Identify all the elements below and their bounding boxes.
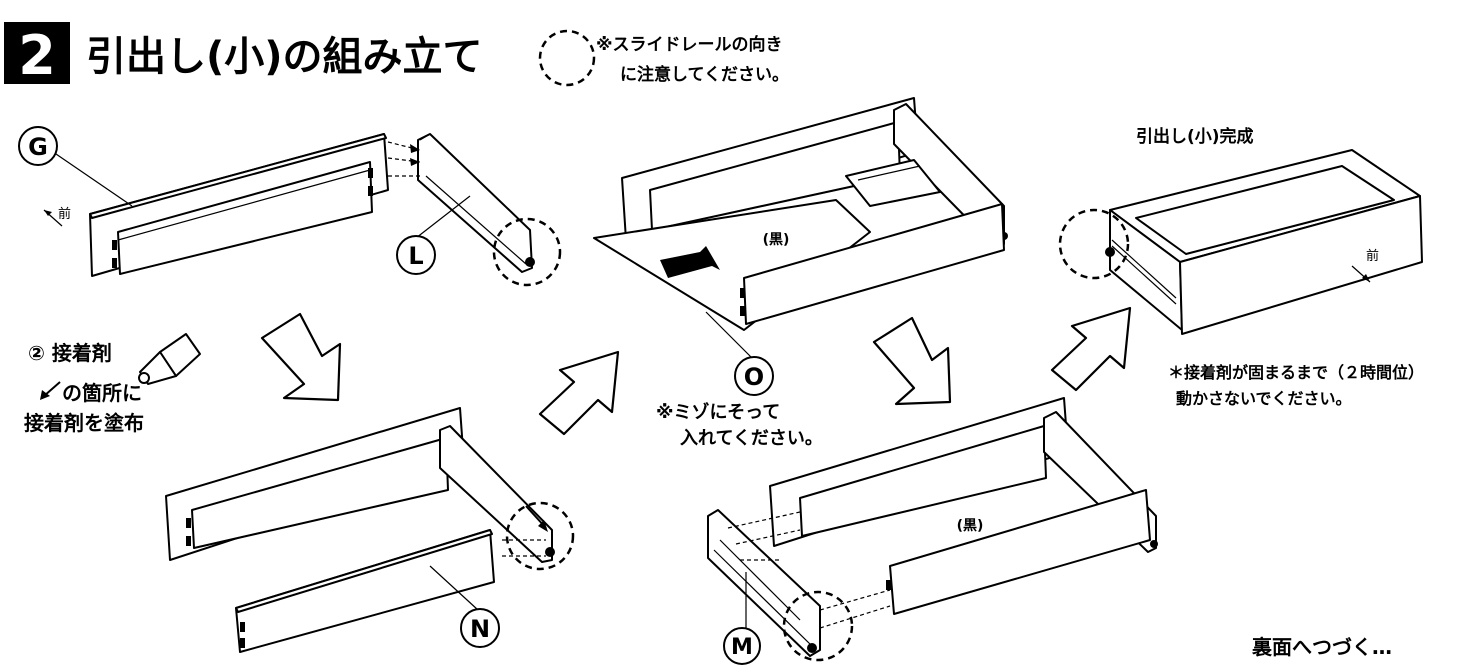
part-n-circle (460, 608, 500, 648)
glue-line-3: 接着剤を塗布 (24, 411, 144, 435)
panel-n (235, 529, 495, 653)
arrow-down-right-icon (872, 316, 952, 406)
part-label-l: L (396, 195, 471, 275)
front-label-left: 前 (58, 206, 71, 222)
glue-line-1: ② 接着剤 (28, 341, 112, 365)
panel-l-illustration (387, 133, 562, 287)
black-label-lower: (黒) (957, 518, 984, 534)
drawer-front (1179, 195, 1423, 335)
front-label-right: 前 (1366, 248, 1379, 264)
part-label-m: M (723, 572, 761, 665)
arrow-up-right-icon (1050, 306, 1132, 392)
glue-line-2: の箇所に (62, 381, 142, 405)
step-header: 2 引出し(小)の組み立て (4, 22, 483, 87)
part-o-letter: O (744, 363, 764, 391)
glue-bottle-icon (138, 333, 201, 385)
glue-instructions: ② 接着剤 の箇所に 接着剤を塗布 (24, 333, 201, 435)
part-label-n: N (429, 565, 500, 648)
part-l-letter: L (408, 242, 423, 270)
step-d-assembly: (黒) (707, 397, 1158, 662)
dashed-circle-icon (505, 501, 575, 571)
panel-n-step-c (743, 203, 1005, 325)
part-label-o: O (705, 311, 774, 396)
part-l-circle (396, 235, 436, 275)
part-g-circle (18, 126, 58, 166)
step-number-box (4, 22, 70, 84)
arrow-down-right-icon (260, 312, 342, 402)
panel-g-inner-board (117, 161, 373, 275)
dashed-circle-icon (1058, 208, 1130, 280)
dry-note: ＊接着剤が固まるまで（２時間位） 動かさないでください。 (1168, 363, 1424, 408)
page-title: 引出し(小)の組み立て (86, 34, 483, 80)
part-m-circle (723, 627, 761, 665)
part-g-letter: G (28, 133, 48, 161)
panel-m (707, 509, 821, 657)
step-c-assembly: (黒) (593, 97, 1008, 331)
slide-rail-inner (845, 159, 941, 207)
arrow-up-right-icon (538, 350, 620, 436)
part-m-letter: M (731, 635, 753, 660)
step-b-assembly (165, 407, 575, 653)
arrow-indicator-icon (40, 381, 61, 400)
groove-note-line-1: ※ミゾにそって (656, 402, 780, 423)
dashed-circle-icon (538, 29, 596, 87)
black-label-upper: (黒) (763, 232, 790, 248)
dry-note-line-1: ＊接着剤が固まるまで（２時間位） (1168, 363, 1424, 382)
step-number: 2 (18, 24, 56, 87)
part-n-letter: N (470, 615, 490, 643)
panel-g-illustration (89, 133, 389, 277)
part-label-g: G (18, 126, 133, 207)
completed-drawer (1058, 149, 1423, 335)
groove-note-line-2: 入れてください。 (680, 428, 823, 449)
front-indicator-left: 前 (43, 206, 71, 227)
insert-arrow-icon (660, 246, 720, 278)
front-indicator-right: 前 (1351, 248, 1379, 283)
part-o-circle (734, 356, 774, 396)
note-line-1: ※スライドレールの向き (596, 34, 783, 55)
dashed-circle-icon (492, 217, 562, 287)
dashed-circle-icon (782, 590, 854, 662)
note-line-2: に注意してください。 (620, 64, 789, 85)
panel-l-assembled (439, 425, 553, 563)
dry-note-line-2: 動かさないでください。 (1176, 389, 1352, 408)
bottom-board-o (593, 199, 871, 331)
complete-label: 引出し(小)完成 (1136, 126, 1254, 147)
continue-label: 裏面へつづく… (1251, 635, 1392, 659)
groove-note: ※ミゾにそって 入れてください。 (656, 402, 823, 449)
rail-orientation-note: ※スライドレールの向き に注意してください。 (538, 29, 789, 87)
panel-n-step-d (889, 489, 1151, 615)
